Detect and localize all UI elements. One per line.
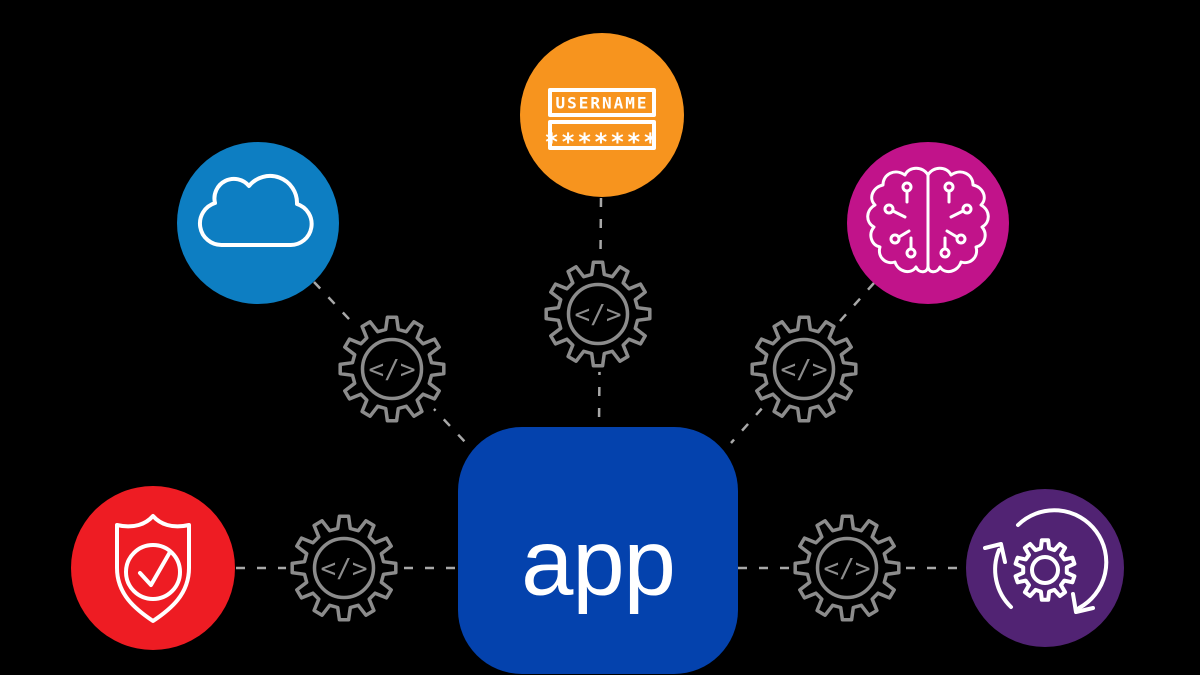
shield-check-icon: [115, 514, 191, 623]
code-icon: </>: [781, 355, 828, 385]
check-ring: [124, 543, 182, 601]
api-gear-left: </>: [286, 510, 402, 626]
node-ai: [847, 142, 1009, 304]
password-field: [548, 120, 656, 150]
node-security: [71, 486, 235, 650]
gear-icon: [290, 514, 398, 622]
node-cloud: [177, 142, 339, 304]
gear-hole: [1030, 555, 1060, 585]
gear-inner-ring: [815, 536, 879, 600]
password-mask: *******: [544, 128, 659, 156]
code-icon: </>: [575, 300, 622, 330]
cloud-circle: [177, 142, 339, 304]
app-square: [458, 427, 738, 674]
api-gear-top: </>: [540, 256, 656, 372]
gear-inner-ring: [566, 282, 630, 346]
api-gears: </> </> </> </> </>: [286, 256, 905, 626]
app-node: app: [458, 427, 738, 674]
security-circle: [71, 486, 235, 650]
gear-sync-icon: [983, 508, 1109, 614]
gear-icon: [1013, 538, 1077, 602]
gear-icon: [793, 514, 901, 622]
gear-inner-ring: [772, 337, 836, 401]
sync-arrowhead-top: [983, 542, 1007, 564]
node-auth: USERNAME *******: [520, 33, 684, 197]
gear-icon: [750, 315, 858, 423]
username-field: [548, 88, 656, 117]
node-devops: [966, 489, 1124, 647]
cloud-icon: [197, 173, 314, 248]
shield-outline: [115, 514, 191, 623]
gear-icon: [338, 315, 446, 423]
api-gear-upper-right: </>: [746, 311, 862, 427]
connector-auth-app: [597, 197, 603, 427]
app-label: app: [521, 510, 675, 615]
code-icon: </>: [824, 554, 871, 584]
sync-arrowhead-bottom: [1071, 592, 1095, 614]
code-icon: </>: [369, 355, 416, 385]
sync-arc-long: [1016, 508, 1109, 610]
code-icon: </>: [321, 554, 368, 584]
api-gear-upper-left: </>: [334, 311, 450, 427]
devops-circle: [966, 489, 1124, 647]
gear-inner-ring: [312, 536, 376, 600]
gear-icon: [544, 260, 652, 368]
username-label: USERNAME: [555, 94, 648, 113]
sync-arc-short: [993, 548, 1013, 609]
username-password-icon: USERNAME *******: [544, 88, 659, 156]
api-gear-right: </>: [789, 510, 905, 626]
checkmark: [138, 550, 172, 587]
gear-inner-ring: [360, 337, 424, 401]
